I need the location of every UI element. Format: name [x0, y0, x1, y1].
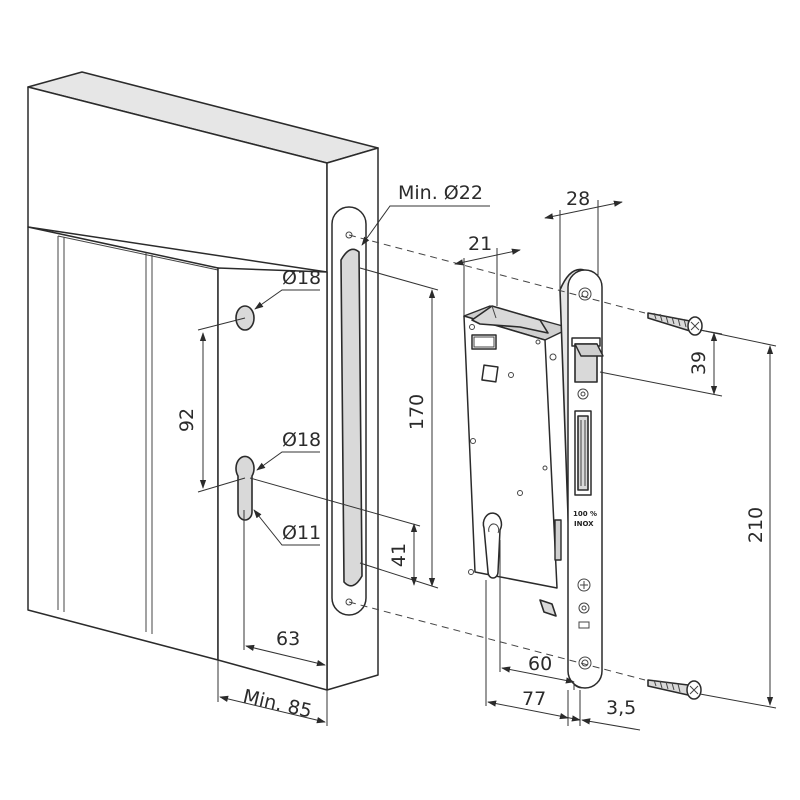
label-21: 21: [468, 233, 492, 255]
alignment-lines: [348, 234, 646, 681]
label-92: 92: [176, 408, 198, 432]
door-leaf: [27, 226, 219, 661]
screw-bottom: [647, 679, 702, 700]
faceplate-text-line2: INOX: [574, 520, 594, 528]
follower-hole: [481, 364, 499, 383]
lock-case: [463, 315, 558, 589]
label-28: 28: [566, 188, 590, 210]
faceplate: 100 % INOX: [554, 268, 604, 689]
dimension-labels: Min. Ø22 Ø18 Ø18 Ø11 92 170 41 63 Min. 8…: [176, 182, 767, 723]
label-min-85: Min. 85: [241, 685, 314, 722]
cylinder-hole: [482, 512, 503, 579]
label-min-d22: Min. Ø22: [398, 182, 483, 204]
label-3-5: 3,5: [606, 697, 636, 719]
label-77: 77: [522, 688, 546, 710]
post-front-lower: [217, 267, 328, 691]
label-170: 170: [406, 394, 428, 430]
label-d18-mid: Ø18: [282, 429, 321, 451]
label-63: 63: [276, 628, 300, 650]
lock-body: [463, 305, 571, 617]
label-210: 210: [745, 507, 767, 543]
dimension-lines: [197, 200, 777, 731]
faceplate-text-line1: 100 %: [573, 510, 597, 518]
screw-top: [647, 312, 703, 336]
label-d11: Ø11: [282, 522, 321, 544]
hole-d18-cylinder: [235, 455, 255, 521]
label-60: 60: [528, 653, 552, 675]
label-39: 39: [688, 351, 710, 375]
label-41: 41: [388, 543, 410, 567]
label-d18-top: Ø18: [282, 267, 321, 289]
deadbolt: [577, 415, 589, 491]
gate-post: [27, 71, 379, 691]
